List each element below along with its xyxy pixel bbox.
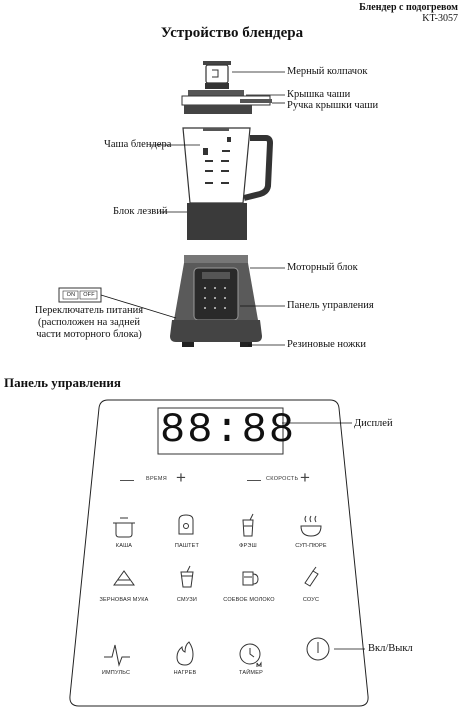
program-label-fresh: ФРЭШ	[239, 543, 257, 549]
speed-minus-button[interactable]: —	[247, 471, 261, 487]
juice-glass-icon	[242, 513, 254, 537]
product-name: Блендер с подогревом	[359, 2, 458, 13]
label-control-panel: Панель управления	[287, 300, 374, 311]
display-digits: 88:88	[160, 406, 297, 454]
bread-icon	[178, 514, 194, 535]
sauce-bottle-icon	[304, 566, 319, 587]
soup-bowl-icon	[300, 515, 322, 537]
program-button-heat[interactable]	[169, 638, 201, 668]
time-plus-button[interactable]: +	[176, 468, 186, 487]
program-button-smoothie[interactable]	[171, 564, 203, 592]
milk-jug-icon	[242, 571, 259, 586]
pot-icon	[113, 517, 135, 538]
label-blade-unit: Блок лезвий	[113, 206, 168, 217]
flame-icon	[176, 641, 194, 666]
program-button-flour[interactable]	[108, 564, 140, 592]
timer-icon	[239, 643, 262, 667]
label-jar: Чаша блендера	[104, 139, 172, 150]
switch-on-label: ON	[66, 292, 76, 298]
motor-unit-drawing	[170, 255, 262, 347]
program-button-sauce[interactable]	[295, 564, 327, 592]
program-label-pashtet: ПАШТЕТ	[174, 543, 200, 549]
label-power: Вкл/Выкл	[368, 643, 413, 654]
leader-lines	[100, 71, 285, 346]
pulse-icon	[104, 644, 130, 667]
section-title: Панель управления	[4, 375, 121, 390]
flour-pile-icon	[113, 570, 135, 586]
program-label-sauce: СОУС	[302, 597, 320, 603]
label-lid-handle: Ручка крышки чаши	[287, 100, 379, 111]
program-label-kasha: КАША	[115, 543, 133, 549]
label-display: Дисплей	[354, 418, 393, 429]
program-label-pulse: ИМПУЛЬС	[101, 670, 131, 676]
program-button-soy-milk[interactable]	[232, 564, 264, 592]
program-button-timer[interactable]	[235, 638, 267, 668]
speed-plus-button[interactable]: +	[300, 468, 310, 487]
program-label-heat: НАГРЕВ	[173, 670, 197, 676]
label-lid: Крышка чаши	[287, 89, 351, 100]
speed-label: СКОРОСТЬ	[266, 476, 299, 482]
lid-drawing	[181, 90, 272, 114]
program-button-fresh[interactable]	[232, 512, 264, 540]
program-button-pashtet[interactable]	[171, 512, 203, 540]
program-label-timer: ТАЙМЕР	[239, 670, 263, 676]
control-panel-diagram	[69, 399, 369, 707]
model-number: KT-3057	[422, 13, 458, 24]
blender-diagram	[58, 61, 285, 347]
measuring-cap-drawing	[203, 61, 231, 89]
page-title: Устройство блендера	[160, 25, 304, 41]
switch-off-label: OFF	[83, 292, 95, 298]
label-measuring-cap: Мерный колпачок	[287, 66, 368, 77]
label-rubber-feet: Резиновые ножки	[287, 339, 367, 350]
program-button-soup[interactable]	[295, 512, 327, 540]
program-label-soy-milk: СОЕВОЕ МОЛОКО	[223, 597, 275, 603]
program-button-kasha[interactable]	[108, 512, 140, 540]
jar-drawing	[182, 127, 274, 204]
program-button-pulse[interactable]	[100, 638, 132, 668]
power-button[interactable]	[305, 636, 331, 662]
label-motor-unit: Моторный блок	[287, 262, 358, 273]
time-label: ВРЕМЯ	[146, 476, 168, 482]
program-label-soup: СУП-ПЮРЕ	[295, 543, 327, 549]
power-icon	[306, 637, 330, 661]
smoothie-cup-icon	[180, 565, 194, 588]
program-label-smoothie: СМУЗИ	[176, 597, 198, 603]
time-minus-button[interactable]: —	[120, 471, 134, 487]
program-label-flour: ЗЕРНОВАЯ МУКА	[99, 597, 149, 603]
blade-unit-drawing	[187, 203, 247, 240]
label-power-switch: Переключатель питания (расположен на зад…	[34, 305, 144, 340]
